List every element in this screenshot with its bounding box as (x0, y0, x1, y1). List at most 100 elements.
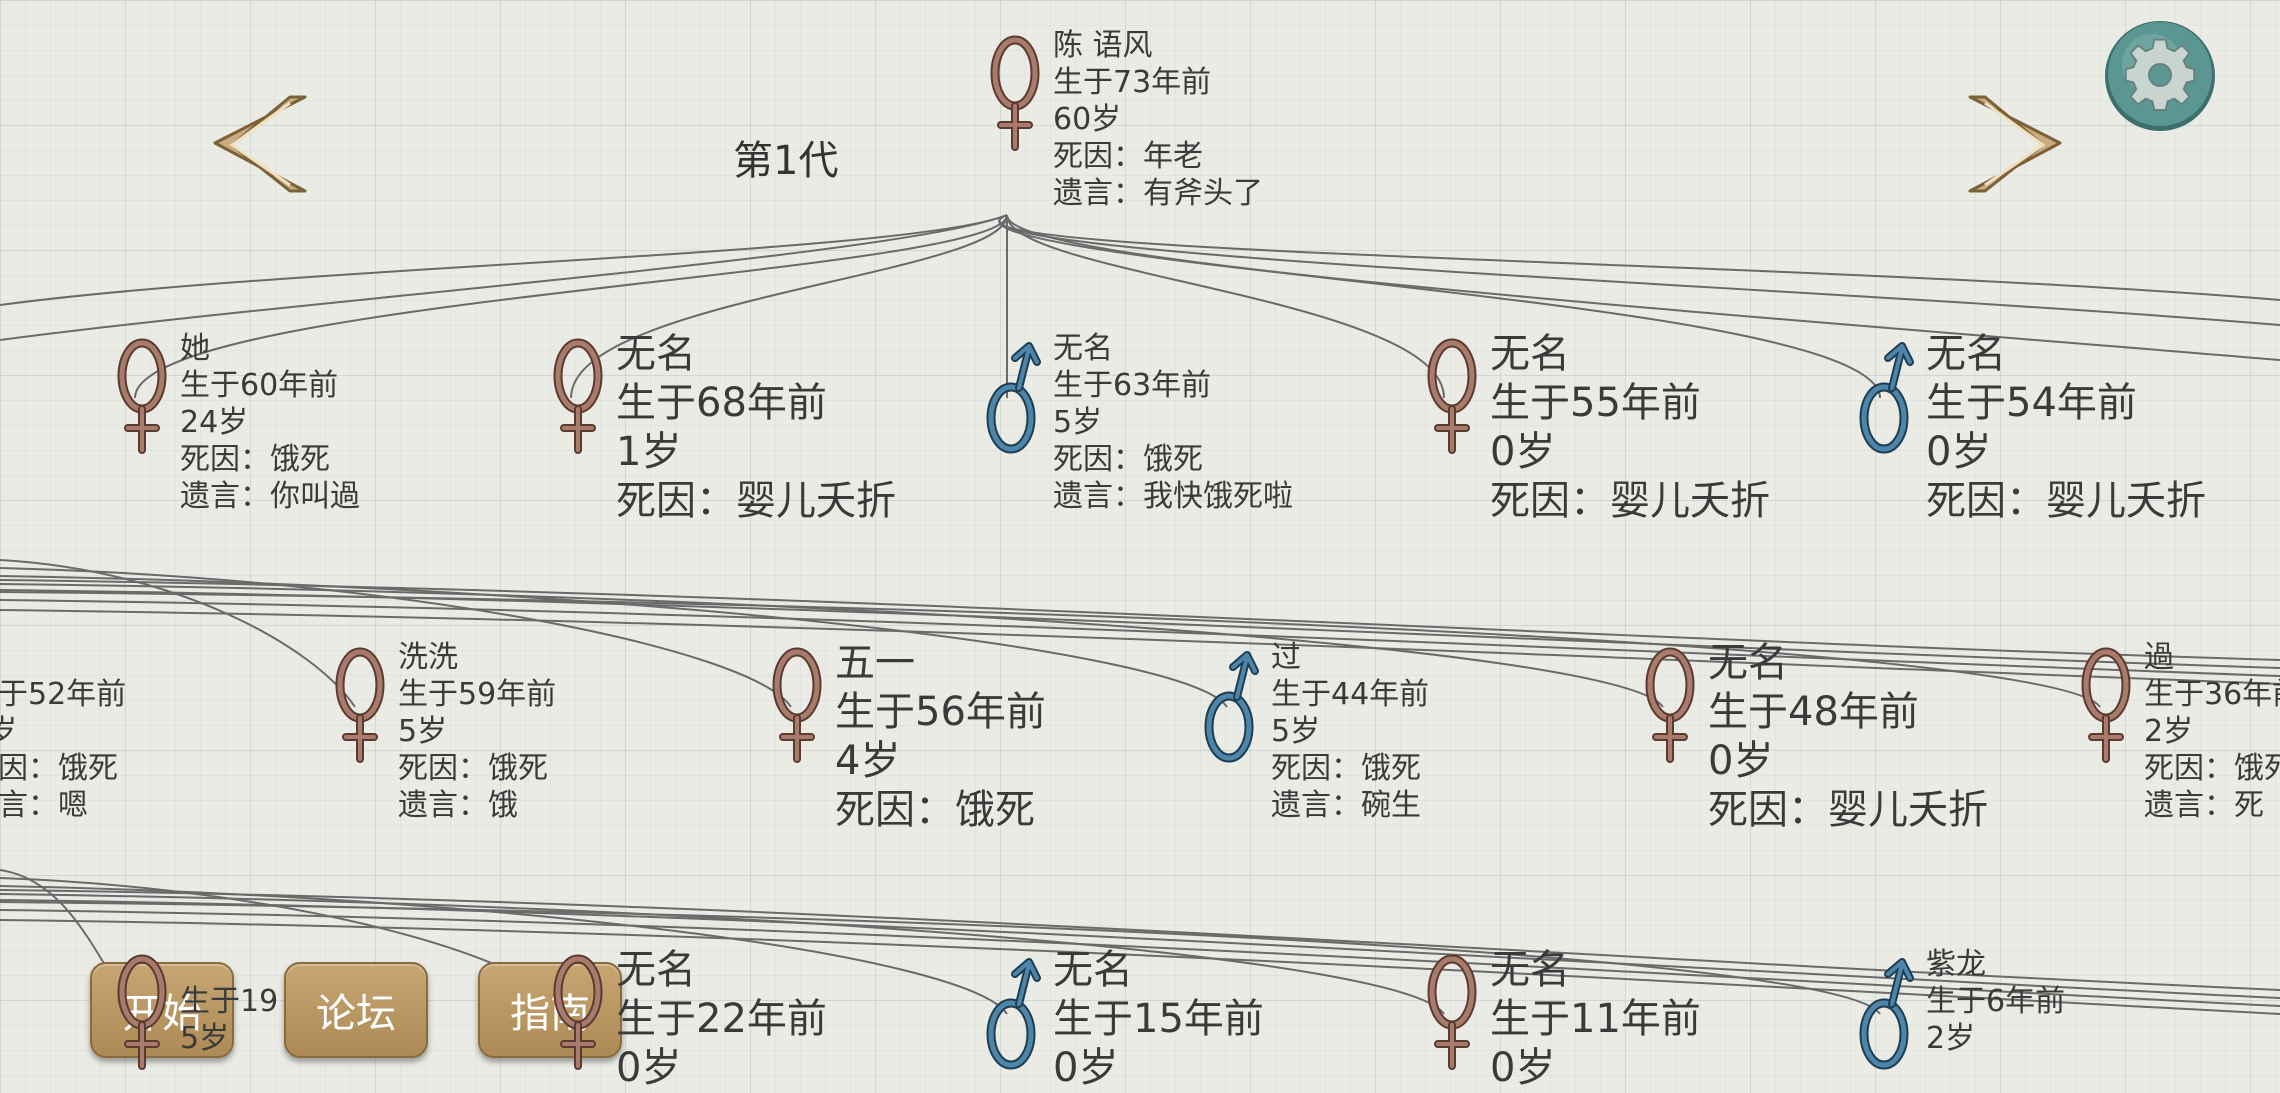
person-age: 5岁 (0, 714, 18, 749)
person-last-words: 遗言：我快饿死啦 (1053, 479, 1293, 514)
person-death-cause: 死因：饿死 (2144, 751, 2280, 786)
tree-link (0, 609, 2280, 685)
person-last-words: 遗言：嗯 (0, 788, 88, 823)
tree-link (998, 214, 2280, 301)
person-age: 5岁 (398, 714, 448, 749)
female-symbol-icon (548, 954, 608, 1078)
tree-link (0, 893, 1445, 1015)
tree-link (0, 559, 356, 708)
person-birth: 生于60年前 (180, 368, 339, 403)
male-symbol-icon (985, 954, 1045, 1078)
person-birth: 生于44年前 (1271, 677, 1430, 712)
tree-link (0, 599, 2280, 677)
person-death-cause: 死因：饿死 (835, 787, 1035, 833)
person-death-cause: 死因：饿死 (180, 442, 330, 477)
person-death-cause: 死因：饿死 (398, 751, 548, 786)
person-name (0, 639, 126, 676)
tree-link (998, 214, 2280, 326)
person-age: 24岁 (180, 405, 249, 440)
tree-link (0, 214, 1008, 341)
tree-link (0, 579, 2280, 661)
person-birth: 生于22年前 (616, 996, 827, 1042)
person-death-cause: 死因：婴儿夭折 (616, 478, 896, 524)
female-symbol-icon (112, 338, 172, 462)
person-death-cause: 死因：饿死 (1271, 751, 1421, 786)
person-age: 2岁 (2144, 714, 2194, 749)
person-birth: 生于56年前 (835, 689, 1046, 735)
female-symbol-icon (1422, 954, 1482, 1078)
person-birth: 生于63年前 (1053, 368, 1212, 403)
person-name: 无名 (1708, 640, 1788, 686)
person-name: 過 (2144, 640, 2174, 675)
male-symbol-icon (985, 338, 1045, 462)
female-symbol-icon (112, 954, 172, 1078)
person-birth: 生于68年前 (616, 380, 827, 426)
tree-link (0, 214, 1008, 306)
person-age: 5岁 (1053, 405, 1103, 440)
person-age: 0岁 (1053, 1045, 1119, 1091)
person-name: 紫龙 (1926, 947, 1986, 982)
person-death-cause: 死因：婴儿夭折 (1926, 478, 2206, 524)
male-symbol-icon (1858, 954, 1918, 1078)
person-age: 4岁 (835, 738, 901, 784)
person-death-cause: 死因：年老 (1053, 139, 1203, 174)
tree-link (0, 899, 2280, 999)
person-death-cause: 死因：婴儿夭折 (1708, 787, 1988, 833)
female-symbol-icon (330, 647, 390, 771)
female-symbol-icon (767, 647, 827, 771)
person-birth: 生于54年前 (1926, 380, 2137, 426)
tree-link (1006, 214, 1445, 399)
person-birth: 生于52年前 (0, 677, 127, 712)
male-symbol-icon (1858, 338, 1918, 462)
tree-link (0, 889, 2280, 991)
previous-generation-arrow-icon[interactable] (210, 95, 310, 195)
person-name: 五一 (835, 640, 915, 686)
female-symbol-icon (2076, 647, 2136, 771)
female-symbol-icon (1640, 647, 1700, 771)
female-symbol-icon (1422, 338, 1482, 462)
person-last-words: 遗言：死 (2144, 788, 2264, 823)
settings-gear-icon[interactable] (2102, 18, 2218, 134)
person-name: 无名 (1490, 331, 1570, 377)
person-death-cause: 死因：饿死 (0, 751, 118, 786)
person-age: 0岁 (1490, 429, 1556, 475)
person-name (180, 946, 278, 983)
next-generation-arrow-icon[interactable] (1965, 95, 2065, 195)
male-symbol-icon (1203, 647, 1263, 771)
female-symbol-icon (985, 35, 1045, 159)
person-birth: 生于6年前 (1926, 984, 2066, 1019)
tree-link (0, 909, 2280, 1007)
tree-link (0, 583, 1664, 708)
person-age: 5岁 (1271, 714, 1321, 749)
tree-link (134, 214, 1008, 399)
tree-link (998, 214, 2280, 361)
tree-link (0, 589, 2280, 669)
generation-label: 第1代 (733, 138, 839, 184)
person-age: 5岁 (180, 1021, 230, 1056)
person-name: 无名 (616, 947, 696, 993)
person-birth: 生于11年前 (1490, 996, 1701, 1042)
person-name: 无名 (1053, 947, 1133, 993)
person-last-words: 遗言：有斧头了 (1053, 176, 1263, 211)
person-birth: 生于36年前 (2144, 677, 2280, 712)
forum-button[interactable]: 论坛 (284, 962, 428, 1058)
person-birth: 生于73年前 (1053, 65, 1212, 100)
tree-link (0, 919, 2280, 1015)
person-birth: 生于15年前 (1053, 996, 1264, 1042)
person-age: 0岁 (1926, 429, 1992, 475)
